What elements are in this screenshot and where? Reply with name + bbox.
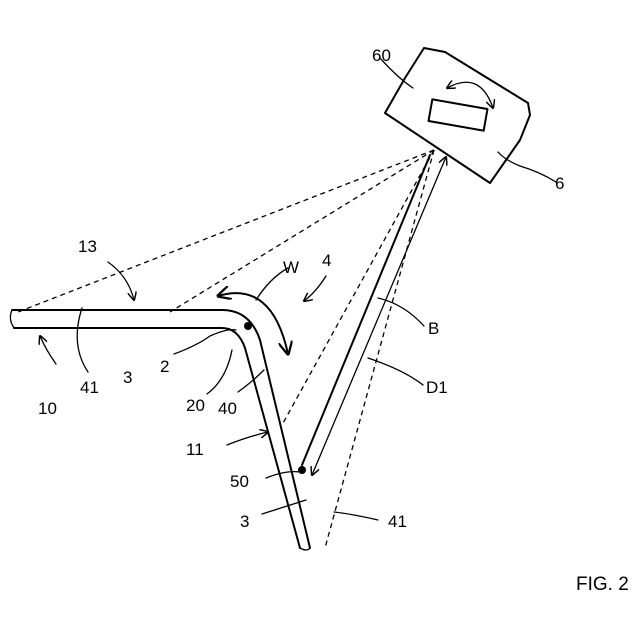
label-B: B — [428, 319, 439, 338]
label-6: 6 — [555, 174, 564, 193]
label-11: 11 — [186, 440, 204, 459]
angle-arrow — [218, 293, 288, 354]
label-3-lower: 3 — [240, 512, 249, 531]
leader-50 — [266, 472, 300, 478]
label-41-left: 41 — [80, 378, 99, 397]
distance-arrow — [312, 157, 446, 475]
sensor-element — [429, 99, 488, 130]
leader-11 — [227, 432, 268, 445]
leader-4 — [304, 276, 326, 301]
label-2: 2 — [160, 357, 169, 376]
leader-2 — [174, 330, 236, 354]
measurement-point — [298, 466, 306, 474]
bend-point — [244, 322, 252, 330]
label-3-upper: 3 — [123, 368, 132, 387]
rotation-arrow — [447, 82, 493, 108]
label-13: 13 — [78, 237, 97, 256]
leader-41a — [77, 308, 88, 372]
figure-label: FIG. 2 — [576, 574, 629, 595]
label-10: 10 — [38, 399, 57, 418]
label-40: 40 — [218, 399, 237, 418]
label-41-right: 41 — [388, 512, 407, 531]
label-50: 50 — [230, 472, 249, 491]
leader-41b — [334, 512, 378, 520]
leader-20 — [207, 350, 232, 394]
label-20: 20 — [186, 396, 205, 415]
label-D1: D1 — [426, 378, 448, 397]
leader-10 — [40, 336, 56, 364]
workpiece — [10, 310, 310, 550]
label-W: W — [283, 258, 299, 277]
label-60: 60 — [372, 46, 391, 65]
beam-line — [302, 155, 430, 465]
label-4: 4 — [322, 251, 331, 270]
sensor-device — [385, 48, 530, 183]
field-of-view — [18, 150, 434, 548]
leader-6 — [498, 152, 556, 182]
